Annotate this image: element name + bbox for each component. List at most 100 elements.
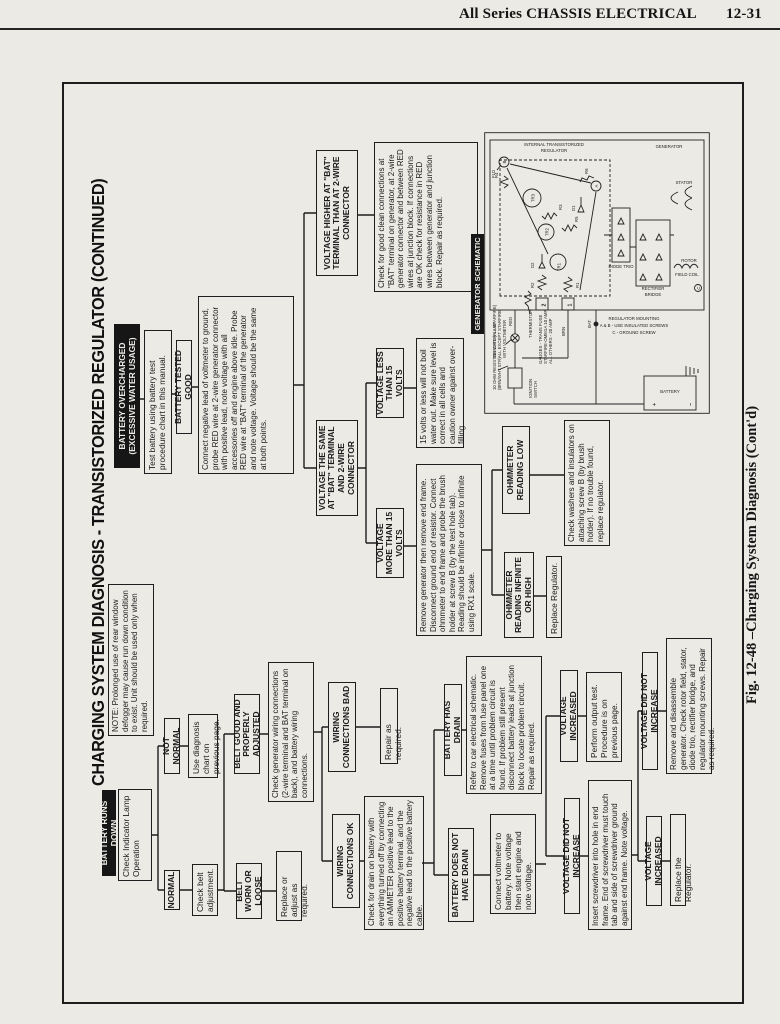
svg-text:RECTIFIER: RECTIFIER: [642, 286, 665, 291]
svg-text:D2: D2: [530, 262, 535, 268]
flow-label-normal: NORMAL: [164, 870, 180, 910]
flow-label-voltage-more-15: VOLTAGE MORE THAN 15 VOLTS: [375, 508, 404, 578]
svg-text:ROTOR: ROTOR: [681, 258, 696, 263]
screw-a: A: [594, 184, 599, 187]
svg-text:FIELD COIL: FIELD COIL: [675, 272, 699, 277]
flow-box-check-indicator: Check Indicator Lamp Operation: [118, 789, 152, 881]
svg-text:R4: R4: [494, 172, 499, 178]
svg-text:R1: R1: [575, 282, 580, 288]
flow-box-check-belt: Check belt adjustment.: [192, 864, 218, 916]
flow-start-battery-runs-down: BATTERY RUNS DOWN: [99, 790, 119, 876]
rotated-flowchart-canvas: CHARGING SYSTEM DIAGNOSIS - TRANSISTORIZ…: [64, 84, 738, 998]
flow-label-belt-good: BELT GOOD AND PROPERLY ADJUSTED: [232, 694, 261, 774]
flow-note-defogger: NOTE: Prolonged use of rear window defog…: [108, 584, 154, 736]
svg-text:STARFIRE-OMEGA 10 AMP: STARFIRE-OMEGA 10 AMP: [543, 310, 548, 364]
schematic-wiring: [484, 132, 710, 414]
screw-c: C: [696, 286, 701, 289]
flow-label-ohmmeter-low: OHMMETER READING LOW: [502, 426, 530, 514]
resistor-note: 10 OHM RESISTOR WIRE (ALL STARFIRE): [492, 304, 497, 390]
screw-b: B: [502, 160, 507, 163]
flow-box-check-gen-wiring: Check generator wiring connections (2-wi…: [268, 662, 314, 802]
chart-title: CHARGING SYSTEM DIAGNOSIS - TRANSISTORIZ…: [88, 178, 108, 786]
flow-label-voltage-increased-2: VOLTAGE INCREASED: [643, 816, 663, 906]
flow-box-check-drain: Check for drain on battery with everythi…: [364, 796, 424, 930]
svg-text:WITH VOLTMETER: WITH VOLTMETER: [502, 320, 507, 358]
brn-wire-label: BRN: [561, 327, 566, 336]
flow-label-battery-tested-good: BATTERY TESTED GOOD: [173, 340, 193, 434]
flow-label-voltage-did-not-increase-1: VOLTAGE DID NOT INCREASE: [561, 798, 581, 914]
flow-box-perform-output: Perform output test. Procedure is on pre…: [586, 672, 622, 762]
svg-text:TR1: TR1: [557, 262, 562, 271]
figure-frame: CHARGING SYSTEM DIAGNOSIS - TRANSISTORIZ…: [62, 82, 744, 1004]
flow-label-voltage-increased-1: VOLTAGE INCREASED: [558, 670, 578, 762]
diode-trio-label: DIODE TRIO: [609, 264, 635, 269]
flow-label-voltage-higher: VOLTAGE HIGHER AT "BAT" TERMINAL THAN AT…: [316, 150, 358, 276]
page-header: All Series CHASSIS ELECTRICAL 12-31: [459, 6, 762, 23]
flow-label-belt-worn: BELT WORN OR LOOSE: [234, 863, 263, 919]
svg-text:+: +: [652, 403, 658, 406]
flow-label-voltage-did-not-increase-2: VOLTAGE DID NOT INCREASE: [639, 652, 659, 770]
flow-label-not-normal: NOT NORMAL: [161, 718, 181, 774]
page-number: 12-31: [726, 6, 762, 22]
svg-text:D1: D1: [571, 205, 576, 211]
regulator-mounting-note: REGULATOR MOUNTING: [609, 316, 661, 321]
internal-regulator-label: INTERNAL TRANSISTORIZED: [524, 142, 584, 147]
flow-label-voltage-less-15: VOLTAGE LESS THAN 15 VOLTS: [375, 348, 404, 418]
flow-label-ohmmeter-infinite: OHMMETER READING INFINITE OR HIGH: [504, 552, 534, 638]
svg-text:C - GROUND SCREW: C - GROUND SCREW: [612, 330, 656, 335]
generator-schematic: 10 OHM RESISTOR WIRE (ALL STARFIRE) (BRN…: [484, 132, 710, 414]
header-rule: [0, 28, 780, 30]
flow-box-fifteen-volts: 15 volts or less will not boil water out…: [416, 338, 466, 448]
flow-label-wiring-ok: WIRING CONNECTIONS OK: [332, 814, 360, 908]
fld-label: FLD: [491, 170, 496, 178]
svg-text:R3: R3: [558, 204, 563, 210]
flow-label-voltage-same: VOLTAGE THE SAME AT "BAT" TERMINAL AND 2…: [316, 420, 358, 516]
svg-text:ALL OTHERS - 20 AMP: ALL OTHERS - 20 AMP: [548, 318, 553, 364]
flow-box-remove-generator: Remove generator then remove end frame. …: [416, 464, 482, 636]
svg-text:(BRN/WHT STR): (BRN/WHT STR): [497, 357, 502, 390]
bat-terminal-label: BAT.: [587, 319, 592, 328]
red-wire-label: RED: [508, 317, 513, 326]
thermistor-label: THERMISTOR: [528, 310, 533, 338]
figure-caption: Fig. 12-48 –Charging System Diagnosis (C…: [744, 405, 760, 704]
svg-text:R2: R2: [530, 282, 535, 288]
flow-box-test-battery: Test battery using battery test procedur…: [144, 330, 172, 474]
svg-text:TR3: TR3: [531, 193, 536, 202]
flow-box-replace-adjust: Replace or adjust as required.: [276, 851, 309, 921]
flow-box-check-connections: Check for good clean connections at "BAT…: [374, 142, 478, 292]
header-title: All Series CHASSIS ELECTRICAL: [458, 6, 697, 22]
flow-box-check-washers: Check washers and insulators on attachin…: [564, 420, 610, 546]
svg-text:ALL EXCEPT STARFIRE: ALL EXCEPT STARFIRE: [497, 310, 502, 358]
generator-label: GENERATOR: [656, 144, 683, 149]
flow-box-connect-voltmeter: Connect voltmeter to battery. Note volta…: [490, 814, 536, 914]
battery-label: BATTERY: [660, 389, 680, 394]
fuse-note: GAUGES - TRANS FUSE: [538, 315, 543, 364]
svg-text:REGULATOR: REGULATOR: [541, 148, 567, 153]
indicator-lamp-label: INDICATOR LAMP: [492, 322, 497, 358]
flow-box-repair-required: Repair as required.: [380, 688, 403, 764]
svg-text:−: −: [688, 403, 694, 406]
flow-box-remove-disassemble: Remove and disassemble generator. Check …: [666, 638, 716, 774]
svg-text:A & B - USE INSULATED SCREWS: A & B - USE INSULATED SCREWS: [600, 323, 669, 328]
flow-start-battery-overcharged: BATTERY OVERCHARGED (EXCESSIVE WATER USA…: [114, 324, 140, 468]
flow-box-insert-screwdriver: Insert screwdriver into hole in end fram…: [588, 780, 632, 930]
flow-box-connect-negative-lead: Connect negative lead of voltmeter to gr…: [198, 296, 294, 474]
flow-box-replace-the-regulator: Replace the Regulator.: [670, 814, 693, 906]
flow-box-replace-regulator: Replace Regulator.: [546, 556, 562, 638]
flow-label-no-drain: BATTERY DOES NOT HAVE DRAIN: [448, 828, 474, 922]
schematic-labels: 10 OHM RESISTOR WIRE (ALL STARFIRE) (BRN…: [491, 142, 701, 406]
flow-label-has-drain: BATTERY HAS DRAIN: [442, 684, 462, 776]
flow-label-wiring-bad: WIRING CONNECTIONS BAD: [328, 682, 356, 772]
terminal-2: 2: [542, 304, 548, 307]
ignition-switch-label: IGNITION: [528, 379, 533, 398]
svg-text:BRIDGE: BRIDGE: [645, 292, 662, 297]
svg-text:SWITCH: SWITCH: [533, 381, 538, 398]
connector-lines: [140, 212, 670, 892]
svg-text:R5: R5: [574, 216, 579, 222]
flow-box-refer-schematic: Refer to car electrical schematic. Remov…: [466, 656, 542, 794]
flow-box-use-diagnosis: Use diagnosis chart on previous page.: [188, 714, 221, 778]
svg-text:R6: R6: [584, 168, 589, 174]
svg-text:STATOR: STATOR: [676, 180, 693, 185]
schematic-header-tab: GENERATOR SCHEMATIC: [471, 234, 484, 334]
